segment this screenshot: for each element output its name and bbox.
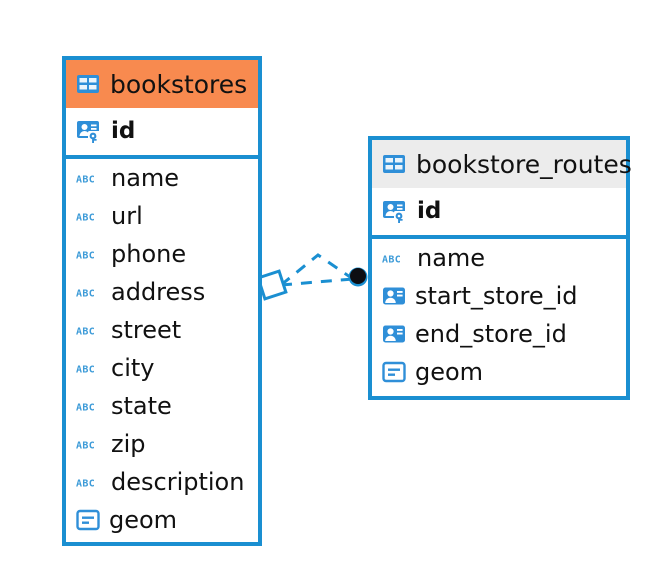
relationship-target-dot <box>348 267 368 287</box>
primary-key-icon <box>77 120 101 144</box>
entity-header-bookstore-routes[interactable]: bookstore_routes <box>372 140 632 188</box>
primary-key-icon <box>383 200 407 224</box>
relationship-line-lower <box>280 277 354 287</box>
entity-header-bookstores[interactable]: bookstores <box>66 60 258 108</box>
field-label: geom <box>415 358 484 386</box>
field-label: phone <box>111 240 187 268</box>
field-row-end-store-id[interactable]: end_store_id <box>372 315 626 353</box>
svg-text:ABC: ABC <box>382 254 401 265</box>
field-row-city[interactable]: ABC city <box>66 349 258 387</box>
relationship-source-diamond <box>256 269 288 301</box>
field-row-phone[interactable]: ABC phone <box>66 235 258 273</box>
field-label: address <box>111 278 206 306</box>
svg-text:ABC: ABC <box>76 326 95 337</box>
field-row-name[interactable]: ABC name <box>66 159 258 197</box>
text-type-icon: ABC <box>76 326 95 337</box>
foreign-key-icon <box>383 287 405 305</box>
svg-text:ABC: ABC <box>76 364 95 375</box>
field-label: id <box>111 118 136 144</box>
primary-key-divider <box>66 155 258 159</box>
field-label: url <box>111 202 143 230</box>
field-row-zip[interactable]: ABC zip <box>66 425 258 463</box>
field-label: name <box>417 244 486 272</box>
field-label: end_store_id <box>415 320 567 348</box>
field-row-primary-key[interactable]: id <box>372 188 626 235</box>
entity-title: bookstore_routes <box>416 149 632 179</box>
field-label: city <box>111 354 155 382</box>
svg-text:ABC: ABC <box>76 402 95 413</box>
field-row-geom[interactable]: geom <box>66 501 258 539</box>
field-row-street[interactable]: ABC street <box>66 311 258 349</box>
table-icon <box>383 155 405 173</box>
text-type-icon: ABC <box>76 364 95 375</box>
text-type-icon: ABC <box>76 174 95 185</box>
field-row-geom[interactable]: geom <box>372 353 626 391</box>
svg-text:ABC: ABC <box>76 478 95 489</box>
text-type-icon: ABC <box>76 288 95 299</box>
field-label: geom <box>109 506 178 534</box>
field-row-description[interactable]: ABC description <box>66 463 258 501</box>
primary-key-divider <box>372 235 626 239</box>
entity-bookstores[interactable]: bookstores id ABC name <box>62 56 262 546</box>
svg-text:ABC: ABC <box>76 288 95 299</box>
geometry-type-icon <box>382 361 406 383</box>
text-type-icon: ABC <box>76 212 95 223</box>
text-type-icon: ABC <box>76 402 95 413</box>
field-row-name[interactable]: ABC name <box>372 239 626 277</box>
field-row-address[interactable]: ABC address <box>66 273 258 311</box>
field-row-url[interactable]: ABC url <box>66 197 258 235</box>
svg-text:ABC: ABC <box>76 212 95 223</box>
entity-bookstore-routes[interactable]: bookstore_routes id ABC name <box>368 136 632 400</box>
geometry-type-icon <box>76 509 100 531</box>
field-row-start-store-id[interactable]: start_store_id <box>372 277 626 315</box>
field-label: zip <box>111 430 146 458</box>
svg-text:ABC: ABC <box>76 250 95 261</box>
field-label: state <box>111 392 172 420</box>
field-label: description <box>111 468 245 496</box>
text-type-icon: ABC <box>76 478 95 489</box>
field-row-primary-key[interactable]: id <box>66 108 258 155</box>
text-type-icon: ABC <box>382 254 401 265</box>
field-label: street <box>111 316 182 344</box>
field-row-state[interactable]: ABC state <box>66 387 258 425</box>
svg-text:ABC: ABC <box>76 174 95 185</box>
table-icon <box>77 75 99 93</box>
field-label: id <box>417 198 442 224</box>
foreign-key-icon <box>383 325 405 343</box>
field-label: start_store_id <box>415 282 578 310</box>
field-label: name <box>111 164 180 192</box>
svg-text:ABC: ABC <box>76 440 95 451</box>
text-type-icon: ABC <box>76 250 95 261</box>
entity-title: bookstores <box>110 69 248 99</box>
text-type-icon: ABC <box>76 440 95 451</box>
relationship-line-upper <box>280 253 354 287</box>
